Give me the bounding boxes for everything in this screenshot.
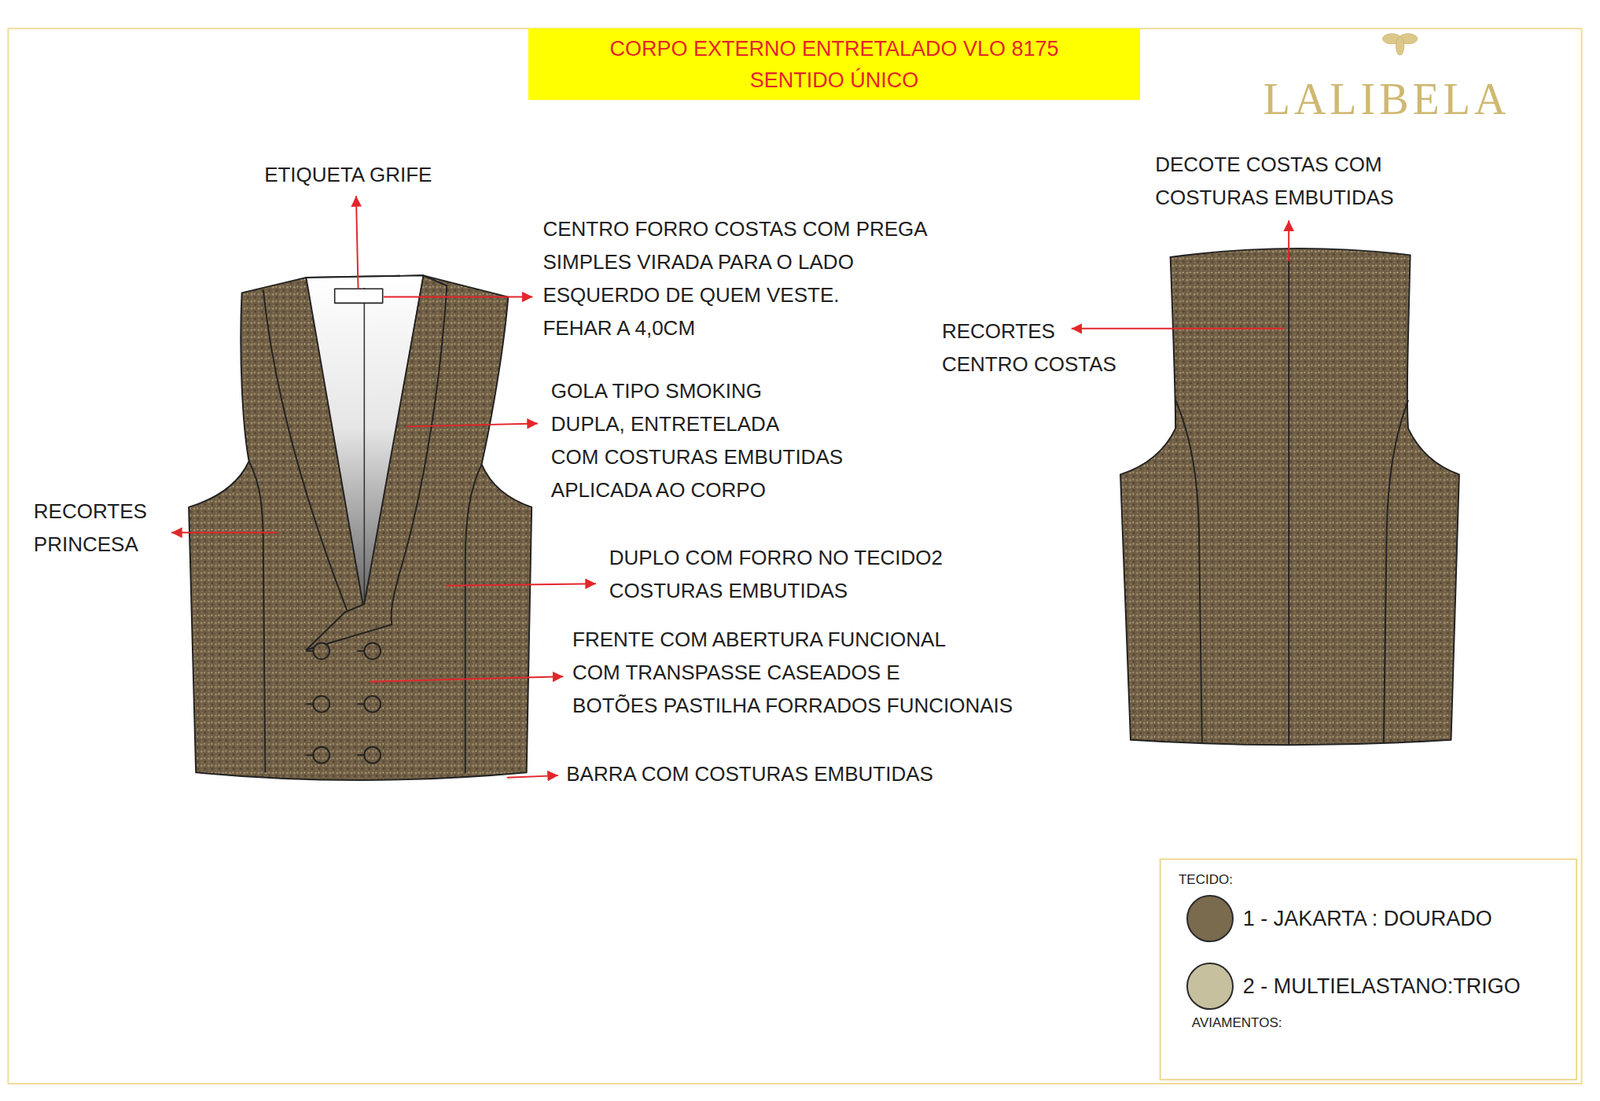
title-band: CORPO EXTERNO ENTRETALADO VLO 8175 SENTI… xyxy=(528,28,1141,100)
legend-heading: TECIDO: xyxy=(1178,871,1233,889)
legend-frame xyxy=(1160,858,1578,1079)
callout-note: DECOTE COSTAS COM COSTURAS EMBUTIDAS xyxy=(1154,147,1394,214)
sheet-title: CORPO EXTERNO ENTRETALADO VLO 8175 SENTI… xyxy=(609,33,1059,96)
callout-note: RECORTES PRINCESA xyxy=(33,494,148,561)
bee-icon xyxy=(1382,33,1418,56)
callout-note: BARRA COM COSTURAS EMBUTIDAS xyxy=(566,757,934,791)
callout-note: DUPLO COM FORRO NO TECIDO2 COSTURAS EMBU… xyxy=(609,540,943,607)
leader-arrows xyxy=(171,195,1289,778)
callout-note: RECORTES CENTRO COSTAS xyxy=(941,314,1117,381)
back-vest xyxy=(1120,248,1460,745)
callout-note: GOLA TIPO SMOKING DUPLA, ENTRETELADA COM… xyxy=(551,374,843,507)
buttons xyxy=(305,642,381,763)
front-vest xyxy=(188,275,532,780)
callout-note: ETIQUETA GRIFE xyxy=(264,158,432,192)
fabric-swatch xyxy=(1186,962,1234,1010)
callout-note: FRENTE COM ABERTURA FUNCIONAL COM TRANSP… xyxy=(572,622,1013,722)
page-frame xyxy=(7,28,1582,1084)
brand-logo: LALIBELA xyxy=(1263,75,1511,123)
callout-note: CENTRO FORRO COSTAS COM PREGA SIMPLES VI… xyxy=(542,212,927,345)
legend-label: 1 - JAKARTA : DOURADO xyxy=(1243,904,1493,932)
legend-label: 2 - MULTIELASTANO:TRIGO xyxy=(1243,972,1521,1000)
legend-heading: AVIAMENTOS: xyxy=(1191,1014,1283,1032)
fabric-swatch xyxy=(1186,894,1234,942)
